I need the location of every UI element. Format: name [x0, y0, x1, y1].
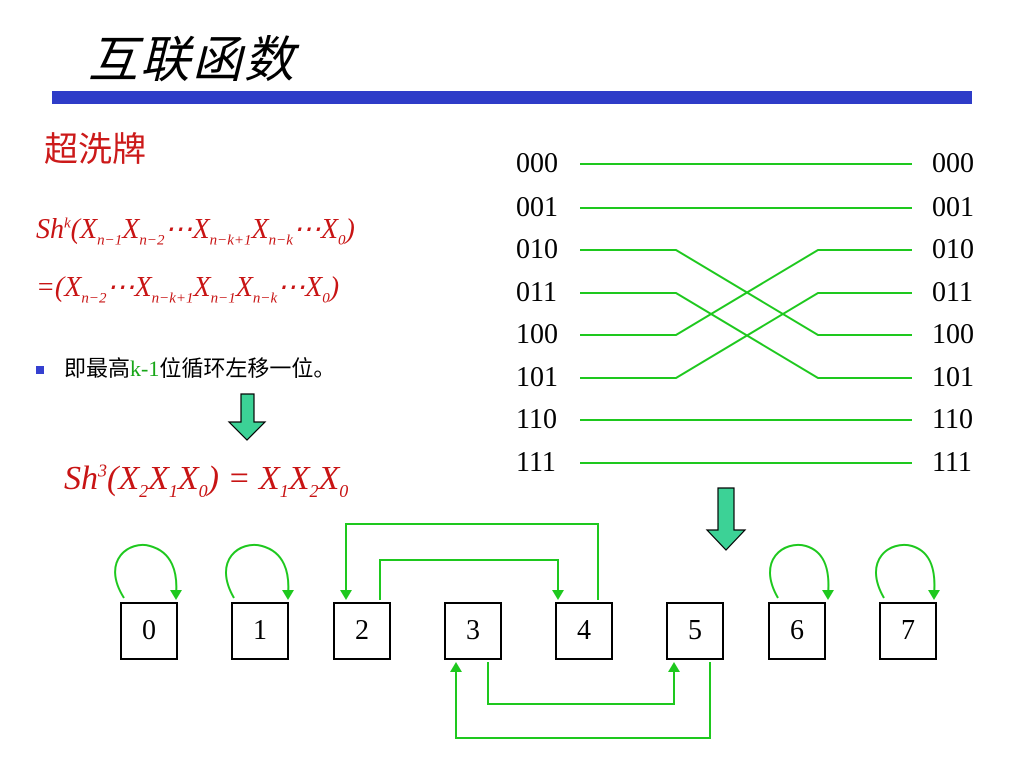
link-4-to-2 — [345, 523, 599, 600]
input-label-011: 011 — [516, 277, 557, 308]
output-label-000: 000 — [932, 148, 974, 179]
node-3: 3 — [444, 602, 502, 660]
output-label-011: 011 — [932, 277, 973, 308]
shuffle-connection-lines — [580, 163, 912, 464]
input-label-110: 110 — [516, 404, 557, 435]
down-arrow-icon — [227, 393, 267, 441]
input-label-100: 100 — [516, 319, 558, 350]
formula-line-2: =(Xn−2⋯Xn−k+1Xn−1Xn−k⋯X0) — [36, 272, 340, 307]
bullet-point: 即最高k-1位循环左移一位。 — [36, 351, 335, 383]
input-label-101: 101 — [516, 362, 558, 393]
self-loop-7 — [875, 544, 936, 599]
output-label-101: 101 — [932, 362, 974, 393]
node-7: 7 — [879, 602, 937, 660]
node-1: 1 — [231, 602, 289, 660]
output-label-010: 010 — [932, 234, 974, 265]
down-arrow-icon — [705, 487, 747, 551]
formula-example: Sh3(X2X1X0) = X1X2X0 — [64, 460, 349, 501]
input-label-010: 010 — [516, 234, 558, 265]
node-5: 5 — [666, 602, 724, 660]
arrow-heads — [170, 590, 940, 672]
self-loop-1 — [225, 544, 290, 599]
self-loop-0 — [114, 544, 178, 599]
node-4: 4 — [555, 602, 613, 660]
input-label-001: 001 — [516, 192, 558, 223]
node-6: 6 — [768, 602, 826, 660]
node-connections — [114, 523, 936, 739]
formula-line-1: Shk(Xn−1Xn−2⋯Xn−k+1Xn−k⋯X0) — [36, 214, 355, 249]
link-5-to-3 — [455, 662, 711, 739]
bullet-marker-icon — [36, 366, 44, 374]
connection-100-010 — [580, 249, 912, 336]
page-title: 互联函数 — [88, 31, 296, 89]
node-2: 2 — [333, 602, 391, 660]
link-3-to-5 — [487, 662, 675, 705]
output-label-110: 110 — [932, 404, 973, 435]
link-2-to-4 — [379, 559, 559, 600]
output-label-100: 100 — [932, 319, 974, 350]
input-label-000: 000 — [516, 148, 558, 179]
title-underline-bar — [52, 91, 972, 104]
input-label-111: 111 — [516, 447, 556, 478]
section-heading: 超洗牌 — [44, 130, 146, 170]
node-0: 0 — [120, 602, 178, 660]
output-label-111: 111 — [932, 447, 972, 478]
self-loop-6 — [769, 544, 830, 599]
connection-101-011 — [580, 292, 912, 379]
output-label-001: 001 — [932, 192, 974, 223]
